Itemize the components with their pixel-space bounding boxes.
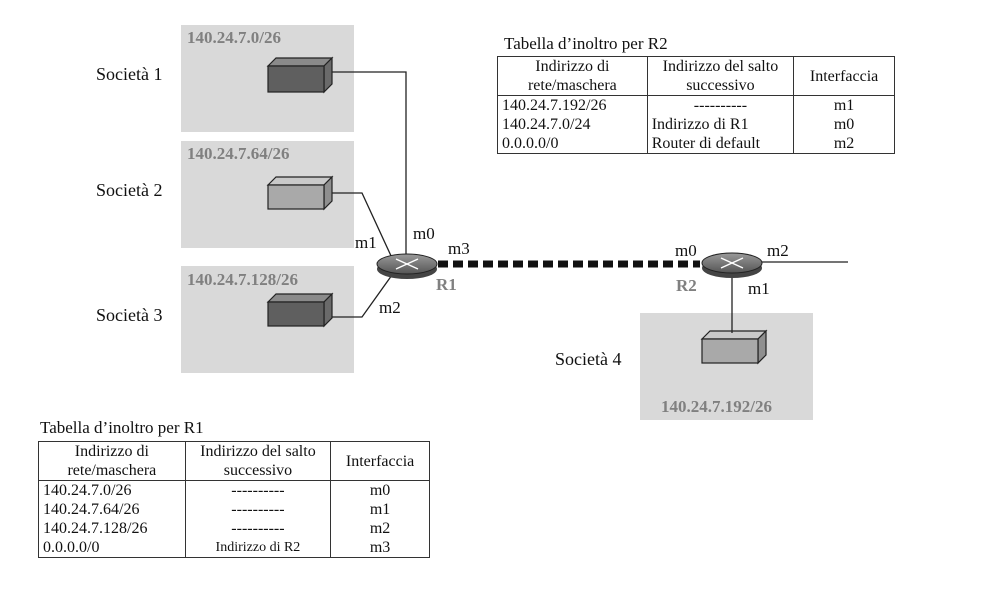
router-r2-label: R2 [676, 276, 697, 295]
table-r2-caption: Tabella d’inoltro per R2 [504, 34, 668, 53]
table-row: 140.24.7.0/24 Indirizzo di R1 m0 [497, 115, 895, 134]
cell-next-hop: ---------- [184, 500, 332, 519]
table-row: 140.24.7.64/26 ---------- m1 [38, 500, 430, 519]
column-header-interface: Interfaccia [793, 56, 895, 96]
cell-next-hop: Indirizzo di R1 [646, 115, 795, 134]
cell-address: 140.24.7.64/26 [38, 500, 186, 519]
forwarding-table-r2: Indirizzo di rete/maschera Indirizzo del… [497, 56, 895, 154]
r2-iface-m2: m2 [767, 241, 789, 260]
r1-iface-m0: m0 [413, 224, 435, 243]
table-row: 0.0.0.0/0 Indirizzo di R2 m3 [38, 538, 430, 558]
cell-interface: m0 [330, 480, 430, 500]
column-header-next-hop: Indirizzo del salto successivo [184, 441, 332, 481]
cell-address: 140.24.7.192/26 [497, 95, 648, 115]
cell-next-hop: Indirizzo di R2 [184, 538, 332, 558]
column-header-next-hop: Indirizzo del salto successivo [646, 56, 795, 96]
company-label-1: Società 1 [96, 64, 162, 84]
cell-interface: m2 [330, 519, 430, 538]
router-r1-icon [376, 253, 438, 279]
column-header-address: Indirizzo di rete/maschera [38, 441, 186, 481]
link-r1-m0 [332, 71, 407, 255]
forwarding-table-r1: Indirizzo di rete/maschera Indirizzo del… [38, 441, 430, 558]
r2-iface-m0: m0 [675, 241, 697, 260]
link-r1-m2 [332, 274, 393, 318]
network-address-3: 140.24.7.128/26 [187, 270, 298, 289]
cell-interface: m1 [330, 500, 430, 519]
cell-interface: m1 [793, 95, 895, 115]
cell-address: 0.0.0.0/0 [38, 538, 186, 558]
host-icon-2 [266, 175, 334, 211]
cell-address: 140.24.7.0/24 [497, 115, 648, 134]
cell-interface: m3 [330, 538, 430, 558]
host-icon-1 [266, 56, 334, 94]
r1-iface-m1: m1 [355, 233, 377, 252]
network-address-4: 140.24.7.192/26 [661, 397, 772, 416]
table-row: 140.24.7.0/26 ---------- m0 [38, 480, 430, 500]
company-label-4: Società 4 [555, 349, 621, 369]
r1-iface-m2: m2 [379, 298, 401, 317]
cell-next-hop: ---------- [184, 480, 332, 500]
link-r1-m1 [332, 192, 393, 259]
host-icon-4 [700, 329, 768, 365]
host-icon-3 [266, 292, 334, 328]
table-header-row: Indirizzo di rete/maschera Indirizzo del… [38, 441, 430, 481]
r1-iface-m3: m3 [448, 239, 470, 258]
table-row: 140.24.7.128/26 ---------- m2 [38, 519, 430, 538]
table-header-row: Indirizzo di rete/maschera Indirizzo del… [497, 56, 895, 96]
cell-address: 140.24.7.0/26 [38, 480, 186, 500]
cell-interface: m2 [793, 134, 895, 154]
r2-iface-m1: m1 [748, 279, 770, 298]
column-header-address: Indirizzo di rete/maschera [497, 56, 648, 96]
cell-next-hop: ---------- [184, 519, 332, 538]
table-r1-caption: Tabella d’inoltro per R1 [40, 418, 204, 437]
router-r1-label: R1 [436, 275, 457, 294]
router-r2-icon [701, 252, 763, 278]
cell-interface: m0 [793, 115, 895, 134]
cell-address: 0.0.0.0/0 [497, 134, 648, 154]
network-address-2: 140.24.7.64/26 [187, 144, 289, 163]
company-label-3: Società 3 [96, 305, 162, 325]
cell-next-hop: Router di default [646, 134, 795, 154]
company-label-2: Società 2 [96, 180, 162, 200]
table-row: 140.24.7.192/26 ---------- m1 [497, 95, 895, 115]
table-row: 0.0.0.0/0 Router di default m2 [497, 134, 895, 154]
network-address-1: 140.24.7.0/26 [187, 28, 281, 47]
cell-next-hop: ---------- [646, 95, 795, 115]
column-header-interface: Interfaccia [330, 441, 430, 481]
cell-address: 140.24.7.128/26 [38, 519, 186, 538]
